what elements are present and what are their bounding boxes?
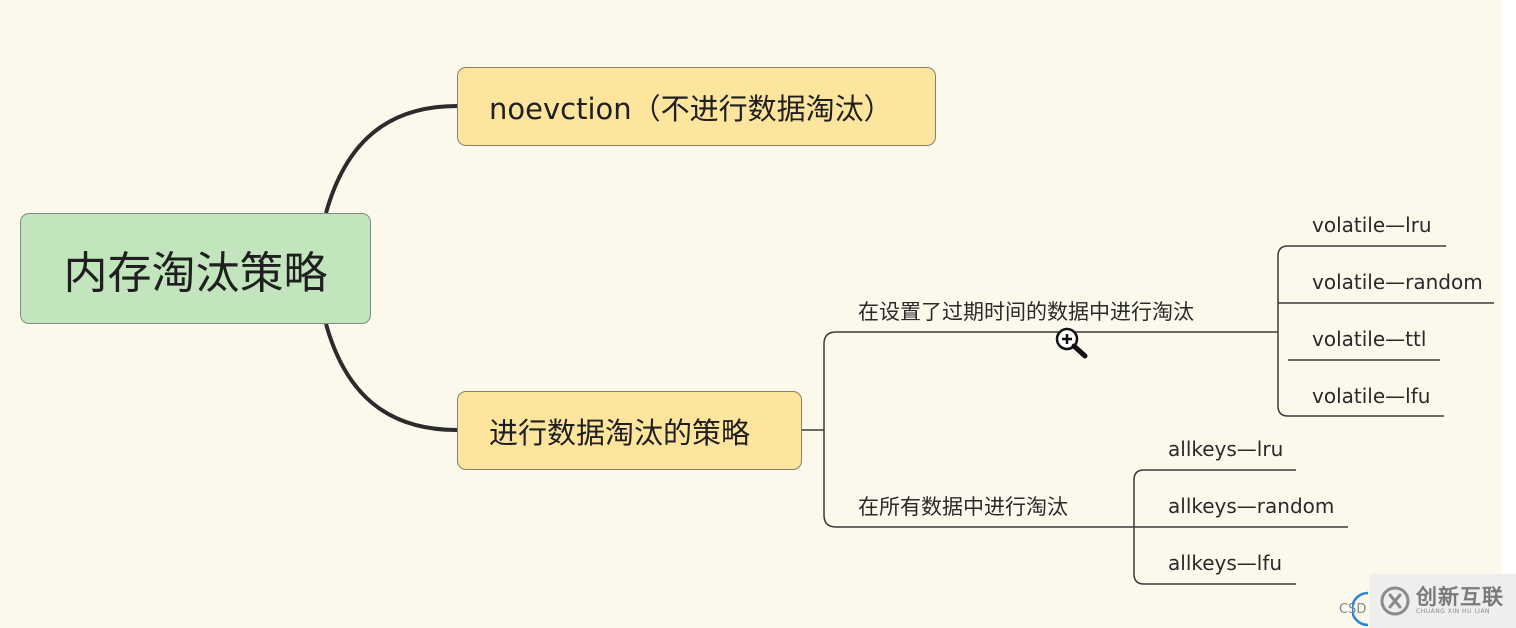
connector-volatile-bracket: [1277, 245, 1289, 417]
connector-root-branch-2: [324, 323, 458, 432]
zoom-in-icon: [1055, 327, 1088, 359]
connector-root-branch-1: [324, 104, 458, 214]
branch-node-eviction-strategy[interactable]: 进行数据淘汰的策略: [457, 391, 802, 470]
branch-node-label: 进行数据淘汰的策略: [489, 415, 751, 450]
branch-node-label: noevction（不进行数据淘汰）: [489, 91, 893, 126]
branch-node-noeviction[interactable]: noevction（不进行数据淘汰）: [457, 67, 936, 146]
group-label-volatile[interactable]: 在设置了过期时间的数据中进行淘汰: [858, 300, 1194, 324]
root-node-label: 内存淘汰策略: [63, 247, 328, 299]
root-node[interactable]: 内存淘汰策略: [20, 213, 371, 324]
connector-group-2: [823, 430, 1134, 528]
connector-group-1: [823, 331, 1278, 430]
leaf-volatile-lfu[interactable]: volatile—lfu: [1312, 384, 1431, 408]
blue-arc-icon: [1352, 591, 1369, 627]
group-label-allkeys[interactable]: 在所有数据中进行淘汰: [858, 495, 1068, 519]
watermark-badge: 创新互联 CHUANG XIN HU LIAN: [1370, 574, 1516, 628]
leaf-allkeys-random[interactable]: allkeys—random: [1168, 494, 1335, 518]
leaf-volatile-random[interactable]: volatile—random: [1312, 270, 1483, 294]
watermark-text: 创新互联 CHUANG XIN HU LIAN: [1416, 586, 1504, 616]
leaf-volatile-ttl[interactable]: volatile—ttl: [1312, 327, 1427, 351]
watermark-text-cn: 创新互联: [1416, 585, 1504, 609]
leaf-allkeys-lru[interactable]: allkeys—lru: [1168, 437, 1284, 461]
leaf-volatile-lru[interactable]: volatile—lru: [1312, 213, 1432, 237]
leaf-allkeys-lfu[interactable]: allkeys—lfu: [1168, 551, 1283, 575]
chuangxin-logo-icon: [1380, 586, 1410, 616]
watermark-text-en: CHUANG XIN HU LIAN: [1416, 608, 1491, 615]
